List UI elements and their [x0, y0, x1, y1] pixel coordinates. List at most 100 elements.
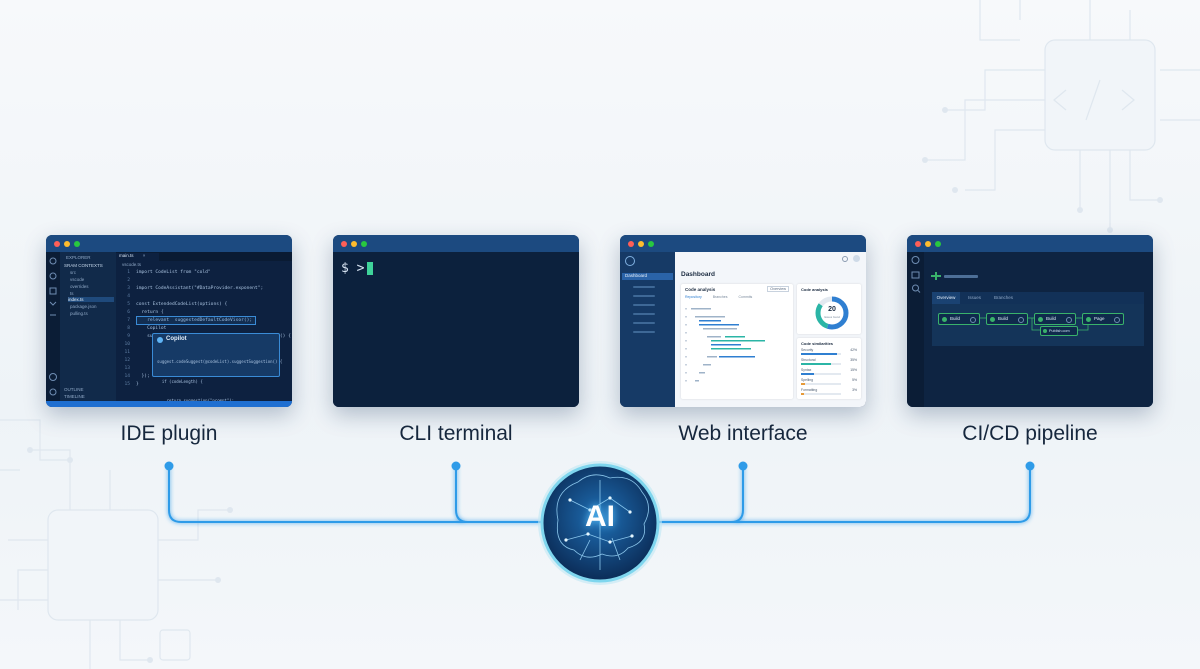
check-icon	[1038, 316, 1043, 322]
minimize-dot[interactable]	[638, 241, 644, 247]
donut-segment	[815, 296, 849, 330]
copilot-icon	[157, 337, 163, 343]
web-interface-window: Dashboard Dashboard Code analysis Overvi…	[620, 235, 866, 407]
avatar[interactable]	[853, 255, 860, 262]
panel-tabs: Repository Branches Commits	[685, 295, 752, 299]
pipeline-name	[944, 275, 978, 278]
donut-segment	[815, 296, 849, 330]
panel-tab[interactable]: Commits	[738, 295, 753, 299]
pipeline-graph: Build Build Build Page Publish.com	[932, 304, 1144, 346]
branch-node[interactable]: Publish.com	[1040, 326, 1078, 336]
maximize-dot[interactable]	[648, 241, 654, 247]
close-dot[interactable]	[341, 241, 347, 247]
code-line: }	[136, 382, 139, 387]
metric-bar	[801, 353, 841, 355]
connector-node	[451, 461, 461, 471]
metric-bar	[801, 383, 841, 385]
label-cli-terminal: CLI terminal	[399, 422, 513, 445]
file-item[interactable]: overrides	[70, 284, 89, 289]
close-dot[interactable]	[915, 241, 921, 247]
ai-hub-label: AI	[585, 500, 615, 533]
code-line: return {	[136, 310, 164, 315]
copilot-popup[interactable]: Copilot suggest.codeSuggest(@codeList).s…	[152, 333, 282, 403]
file-item[interactable]: package.json	[70, 304, 97, 309]
timeline-section[interactable]: TIMELINE	[64, 394, 85, 399]
metric-bar	[801, 373, 841, 375]
metric-value: 15%	[850, 368, 857, 372]
file-item-selected[interactable]: index.ts	[68, 297, 114, 302]
activity-icons	[49, 257, 57, 396]
line-number: 9	[127, 334, 130, 339]
maximize-dot[interactable]	[74, 241, 80, 247]
web-main: Dashboard Code analysis Overview Reposit…	[675, 252, 866, 407]
panel-tab[interactable]: Branches	[712, 295, 728, 299]
nav-dashboard[interactable]: Dashboard	[622, 273, 673, 280]
ide-plugin-window: EXPLORER SRAM CONTEXTS src vscode overri…	[46, 235, 292, 407]
maximize-dot[interactable]	[361, 241, 367, 247]
file-item[interactable]: ts	[70, 291, 74, 296]
check-icon	[1086, 316, 1091, 322]
close-dot[interactable]	[628, 241, 634, 247]
metric-row: Spelling 5%	[801, 378, 857, 388]
metric-name: Syntax	[801, 368, 812, 372]
label-web-interface: Web interface	[678, 422, 808, 445]
pipeline-stage[interactable]: Build	[1034, 313, 1076, 325]
line-number: 4	[127, 294, 130, 299]
metric-bar-fill	[801, 373, 814, 375]
code-line: import CodeAssistant("#DataProvider.expo…	[136, 286, 264, 291]
window-titlebar	[333, 235, 579, 252]
minimize-dot[interactable]	[925, 241, 931, 247]
metric-name: Spelling	[801, 378, 814, 382]
close-dot[interactable]	[54, 241, 60, 247]
stage-status-icon	[1066, 316, 1072, 323]
terminal-body[interactable]: $ >	[333, 252, 579, 407]
copilot-line: return.suggestion("prompt");	[157, 398, 282, 405]
label-cicd-pipeline: CI/CD pipeline	[962, 422, 1098, 445]
outline-section[interactable]: OUTLINE	[64, 387, 84, 392]
metric-value: 3%	[852, 388, 857, 392]
tab-main[interactable]: main.ts ×	[116, 253, 159, 261]
file-item[interactable]: vscode	[70, 277, 85, 282]
line-number: 8	[127, 326, 130, 331]
minimize-dot[interactable]	[351, 241, 357, 247]
file-item[interactable]: src	[70, 270, 76, 275]
file-item[interactable]: pulling.ts	[70, 311, 88, 316]
check-icon	[942, 316, 947, 322]
line-number: 14	[124, 374, 130, 379]
check-icon	[1043, 329, 1047, 333]
tab-issues[interactable]: Issues	[968, 295, 982, 300]
pipeline-stage[interactable]: Build	[986, 313, 1028, 325]
pipeline-stage[interactable]: Build	[938, 313, 980, 325]
metric-bar-fill	[801, 393, 804, 395]
line-number: 13	[124, 366, 130, 371]
metric-value: 5%	[852, 378, 857, 382]
metric-value: 35%	[850, 358, 857, 362]
tab-branches[interactable]: Branches	[994, 295, 1014, 300]
stage-status-icon	[1018, 316, 1024, 323]
metric-row: Formatting 3%	[801, 388, 857, 398]
panel-tab[interactable]: Repository	[685, 295, 702, 299]
nav-placeholder-items[interactable]	[625, 286, 659, 333]
connector-node	[164, 461, 174, 471]
cicd-nav-icons	[911, 256, 921, 293]
tab-close-icon[interactable]: ×	[142, 253, 146, 258]
terminal-prompt: $ >	[341, 261, 365, 276]
metric-name: Formatting	[801, 388, 818, 392]
overview-dropdown[interactable]: Overview	[767, 286, 789, 292]
minimize-dot[interactable]	[64, 241, 70, 247]
pipeline-stage[interactable]: Page	[1082, 313, 1124, 325]
metric-bar-fill	[801, 363, 831, 365]
maximize-dot[interactable]	[935, 241, 941, 247]
cicd-sidebar	[907, 252, 924, 407]
settings-icon[interactable]	[842, 256, 848, 262]
copilot-suggestion: suggest.codeSuggest(@codeList).suggestSu…	[157, 346, 282, 407]
metric-bar-fill	[801, 383, 806, 385]
inline-suggestion-highlight	[136, 316, 256, 325]
line-number: 3	[127, 286, 130, 291]
code-diff-lines	[685, 308, 765, 382]
copilot-line: if (codeLength) {	[157, 378, 203, 384]
